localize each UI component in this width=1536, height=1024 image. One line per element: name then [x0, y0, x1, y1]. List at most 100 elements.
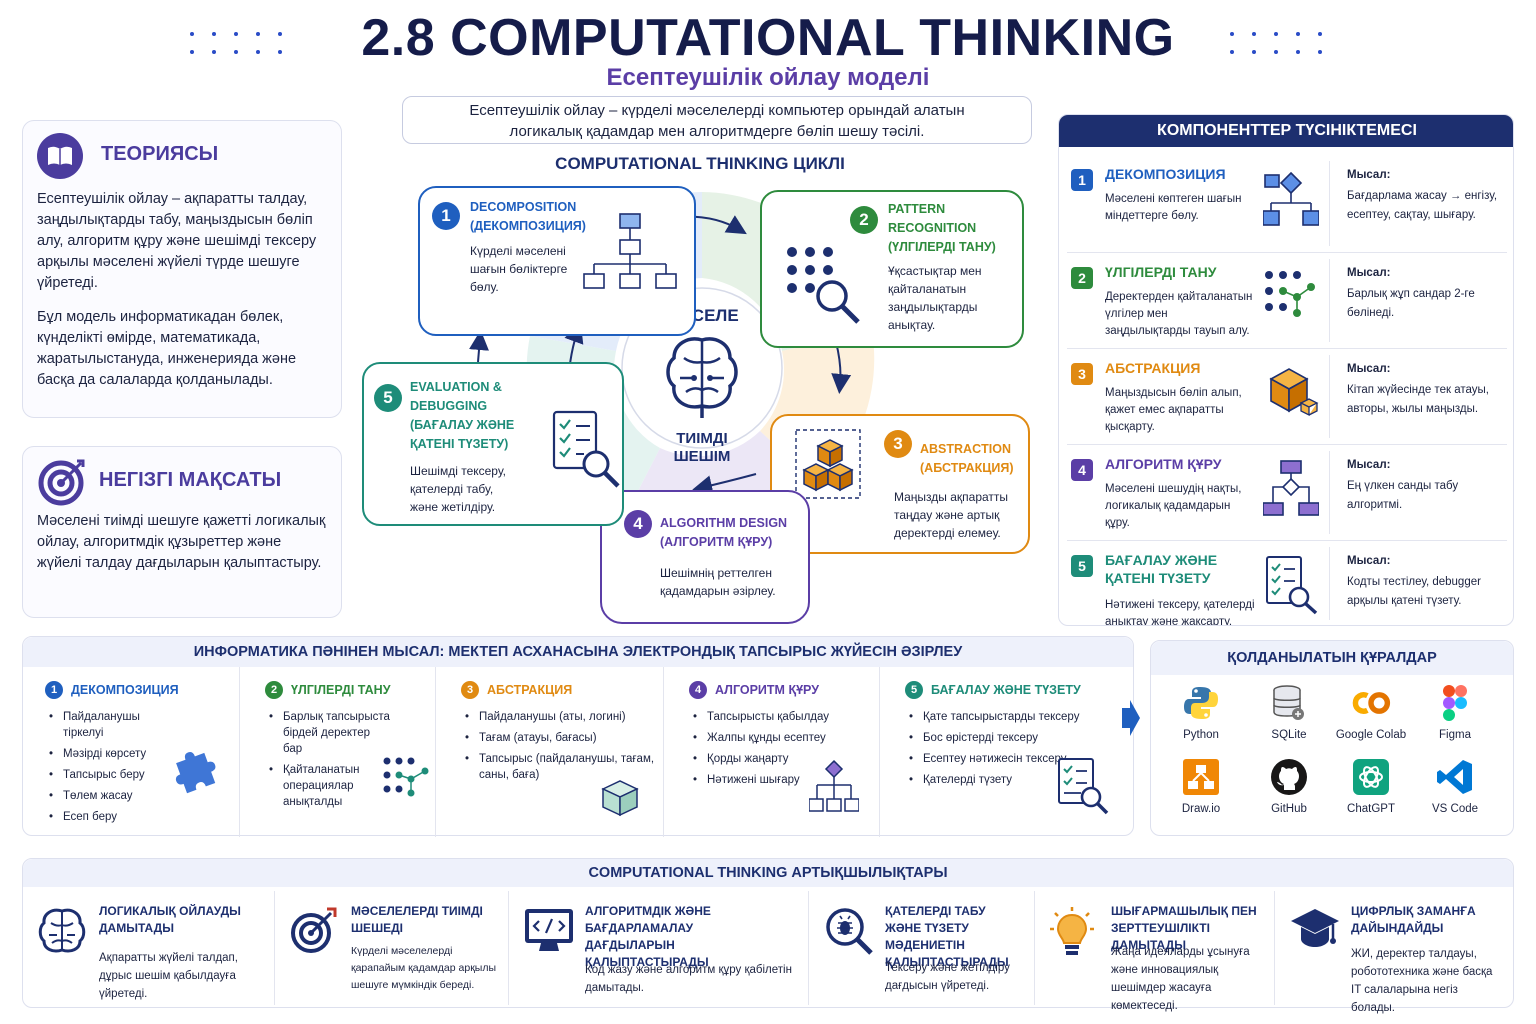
cycle-step-2: 2 PATTERN RECOGNITION (ҮЛГІЛЕРДІ ТАНУ) Ұ…: [760, 190, 1024, 348]
tool-item: SQLite: [1247, 683, 1331, 741]
definition-line-2: логикалық қадамдар мен алгоритмдерге бөл…: [509, 123, 925, 140]
example-list: Пайдаланушы (аты, логині)Тағам (атауы, б…: [465, 709, 657, 788]
example-list: Пайдаланушы тіркелуіМәзірді көрсетуТапсы…: [49, 709, 171, 830]
example-column-number: 5: [905, 681, 923, 699]
advantage-text: Тексеру және жетілдіру дағдысын үйретеді…: [885, 962, 1010, 992]
goal-title: НЕГІЗГІ МАҚСАТЫ: [99, 469, 282, 491]
abstraction-cubes-icon: [795, 429, 861, 499]
center-solution-label: ТИІМДІ ШЕШІМ: [620, 430, 784, 466]
bug-magnifier-icon: [823, 905, 875, 962]
github-icon: [1269, 757, 1309, 797]
goal-card: НЕГІЗГІ МАҚСАТЫ Мәселені тиімді шешуге қ…: [22, 446, 342, 618]
page-title: 2.8 COMPUTATIONAL THINKING: [361, 9, 1175, 67]
example-list-item: Мәзірді көрсету: [49, 746, 171, 762]
target-icon: [37, 457, 87, 512]
step-2-text: Ұқсастықтар мен қайталанатын заңдылықтар…: [888, 264, 982, 332]
example-list-item: Қайталанатын операциялар анықталды: [269, 762, 391, 810]
tool-label: Python: [1183, 729, 1219, 741]
components-panel-title: КОМПОНЕНТТЕР ТҮСІНІКТЕМЕСІ: [1059, 115, 1513, 147]
decomposition-icon: [583, 213, 677, 289]
chatgpt-icon: [1351, 757, 1391, 797]
python-icon: [1181, 683, 1221, 723]
cycle-step-3: 3 ABSTRACTION (АБСТРАКЦИЯ) Маңызды ақпар…: [770, 414, 1030, 554]
advantage-title: ҚАТЕЛЕРДІ ТАБУ ЖӘНЕ ТҮЗЕТУ МӘДЕНИЕТІН ҚА…: [885, 904, 1009, 969]
example-column-number: 1: [45, 681, 63, 699]
google-colab-icon: [1351, 683, 1391, 723]
step-3-title: ABSTRACTION (АБСТРАКЦИЯ): [920, 442, 1014, 475]
component-example: Кітап жүйесінде тек атауы, авторы, жылы …: [1347, 384, 1489, 415]
decorative-dots-left: [190, 32, 284, 54]
example-column-number: 2: [265, 681, 283, 699]
advantage-title: ЛОГИКАЛЫҚ ОЙЛАУДЫ ДАМЫТАДЫ: [99, 904, 241, 935]
advantage-text: Жаңа идеяларды ұсынуға және инновациялық…: [1111, 946, 1250, 1012]
example-column-divider: [663, 667, 664, 837]
tool-item: Google Colab: [1329, 683, 1413, 741]
component-title: АЛГОРИТМ ҚҰРУ: [1105, 456, 1222, 472]
component-example: Кодты тестілеу, debugger арқылы қатені т…: [1347, 576, 1481, 607]
cycle-step-4: 4 ALGORITHM DESIGN (АЛГОРИТМ ҚҰРУ) Шешім…: [600, 490, 810, 624]
step-2-title: PATTERN RECOGNITION (ҮЛГІЛЕРДІ ТАНУ): [888, 202, 996, 254]
checklist-icon: [1055, 757, 1109, 820]
advantage-title: АЛГОРИТМДІК ЖӘНЕ БАҒДАРЛАМАЛАУ ДАҒДЫЛАРЫ…: [585, 904, 711, 969]
theory-paragraph-1: Есептеушілік ойлау – ақпаратты талдау, з…: [37, 191, 317, 291]
example-column-divider: [879, 667, 880, 837]
graduation-cap-icon: [1289, 905, 1341, 956]
example-list-item: Жалпы құнды есептеу: [693, 730, 873, 746]
example-list-item: Барлық тапсырыста бірдей деректер бар: [269, 709, 391, 757]
component-title: АБСТРАКЦИЯ: [1105, 360, 1201, 376]
component-example-label: Мысал:: [1347, 363, 1391, 375]
tool-item: Draw.io: [1159, 757, 1243, 815]
tool-item: VS Code: [1413, 757, 1497, 815]
code-monitor-icon: [523, 905, 575, 960]
example-column-divider: [435, 667, 436, 837]
component-example-label: Мысал:: [1347, 267, 1391, 279]
step-5-title: EVALUATION & DEBUGGING (БАҒАЛАУ ЖӘНЕ ҚАТ…: [410, 380, 515, 451]
advantage-title: ШЫҒАРМАШЫЛЫҚ ПЕН ЗЕРТТЕУШІЛІКТІ ДАМЫТАДЫ: [1111, 904, 1257, 952]
example-column-title: БАҒАЛАУ ЖӘНЕ ТҮЗЕТУ: [931, 683, 1081, 697]
tool-label: GitHub: [1271, 803, 1307, 815]
example-column-number: 3: [461, 681, 479, 699]
tool-label: ChatGPT: [1347, 803, 1395, 815]
advantage-text: ЖИ, деректер талдауы, робототехника және…: [1351, 948, 1493, 1014]
advantage-item: ШЫҒАРМАШЫЛЫҚ ПЕН ЗЕРТТЕУШІЛІКТІ ДАМЫТАДЫ…: [1035, 891, 1275, 1012]
advantage-text: Код жазу және алгоритм құру қабілетін да…: [585, 964, 792, 994]
component-title: ДЕКОМПОЗИЦИЯ: [1105, 166, 1226, 182]
component-number: 4: [1071, 459, 1093, 481]
component-description: Деректерден қайталанатын үлгілер мен заң…: [1105, 291, 1253, 337]
pattern-icon: [1263, 267, 1319, 328]
tool-label: Figma: [1439, 729, 1471, 741]
example-column-divider: [239, 667, 240, 837]
pattern-recognition-icon: [787, 247, 860, 324]
tool-label: Draw.io: [1181, 803, 1221, 815]
cube-icon: [599, 777, 641, 824]
component-example-label: Мысал:: [1347, 555, 1391, 567]
lightbulb-icon: [1049, 905, 1095, 962]
figma-icon: [1435, 683, 1475, 723]
example-list-item: Пайдаланушы тіркелуі: [49, 709, 171, 741]
center-solution-line-1: ТИІМДІ: [676, 430, 728, 447]
abstraction-icon: [1263, 363, 1319, 424]
example-list-item: Тапсырыс беру: [49, 767, 171, 783]
next-arrow-icon: [1120, 698, 1142, 743]
tool-item: ChatGPT: [1329, 757, 1413, 815]
page-subtitle: Есептеушілік ойлау моделі: [606, 64, 930, 91]
step-4-text: Шешімнің реттелген қадамдарын әзірлеу.: [660, 566, 776, 598]
sqlite-icon: [1269, 683, 1309, 723]
puzzle-icon: [171, 749, 217, 804]
example-column-header: 5 БАҒАЛАУ ЖӘНЕ ТҮЗЕТУ: [905, 681, 1081, 699]
decorative-dots-right: [1230, 32, 1324, 54]
algorithm-icon: [1262, 459, 1320, 524]
tool-item: Figma: [1413, 683, 1497, 741]
theory-title: ТЕОРИЯСЫ: [101, 143, 219, 165]
component-example: Ең үлкен санды табу алгоритмі.: [1347, 480, 1459, 511]
